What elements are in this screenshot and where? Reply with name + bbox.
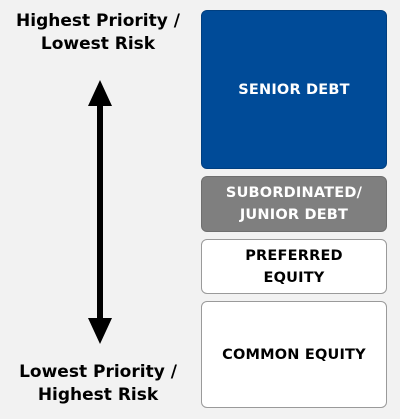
preferred-equity-block: PREFERRED EQUITY [201,239,387,294]
double-arrow-icon [88,80,112,344]
top-label: Highest Priority / Lowest Risk [2,10,194,56]
block-label: EQUITY [263,269,325,286]
top-label-line: Highest Priority / [16,11,180,31]
block-label: PREFERRED [245,247,343,264]
block-label: JUNIOR DEBT [239,207,349,223]
senior-debt-block: SENIOR DEBT [201,10,387,169]
arrow-head-up [88,80,112,106]
block-label: SUBORDINATED/ [225,185,363,201]
subordinated-debt-block: SUBORDINATED/ JUNIOR DEBT [201,176,387,232]
bottom-label: Lowest Priority / Highest Risk [2,361,194,407]
block-label: COMMON EQUITY [222,346,366,363]
bottom-label-line: Lowest Priority / [19,362,177,382]
bottom-label-line: Highest Risk [37,385,159,405]
block-label: SENIOR DEBT [238,81,350,98]
common-equity-block: COMMON EQUITY [201,301,387,408]
arrow-head-down [88,318,112,344]
top-label-line: Lowest Risk [40,34,156,54]
